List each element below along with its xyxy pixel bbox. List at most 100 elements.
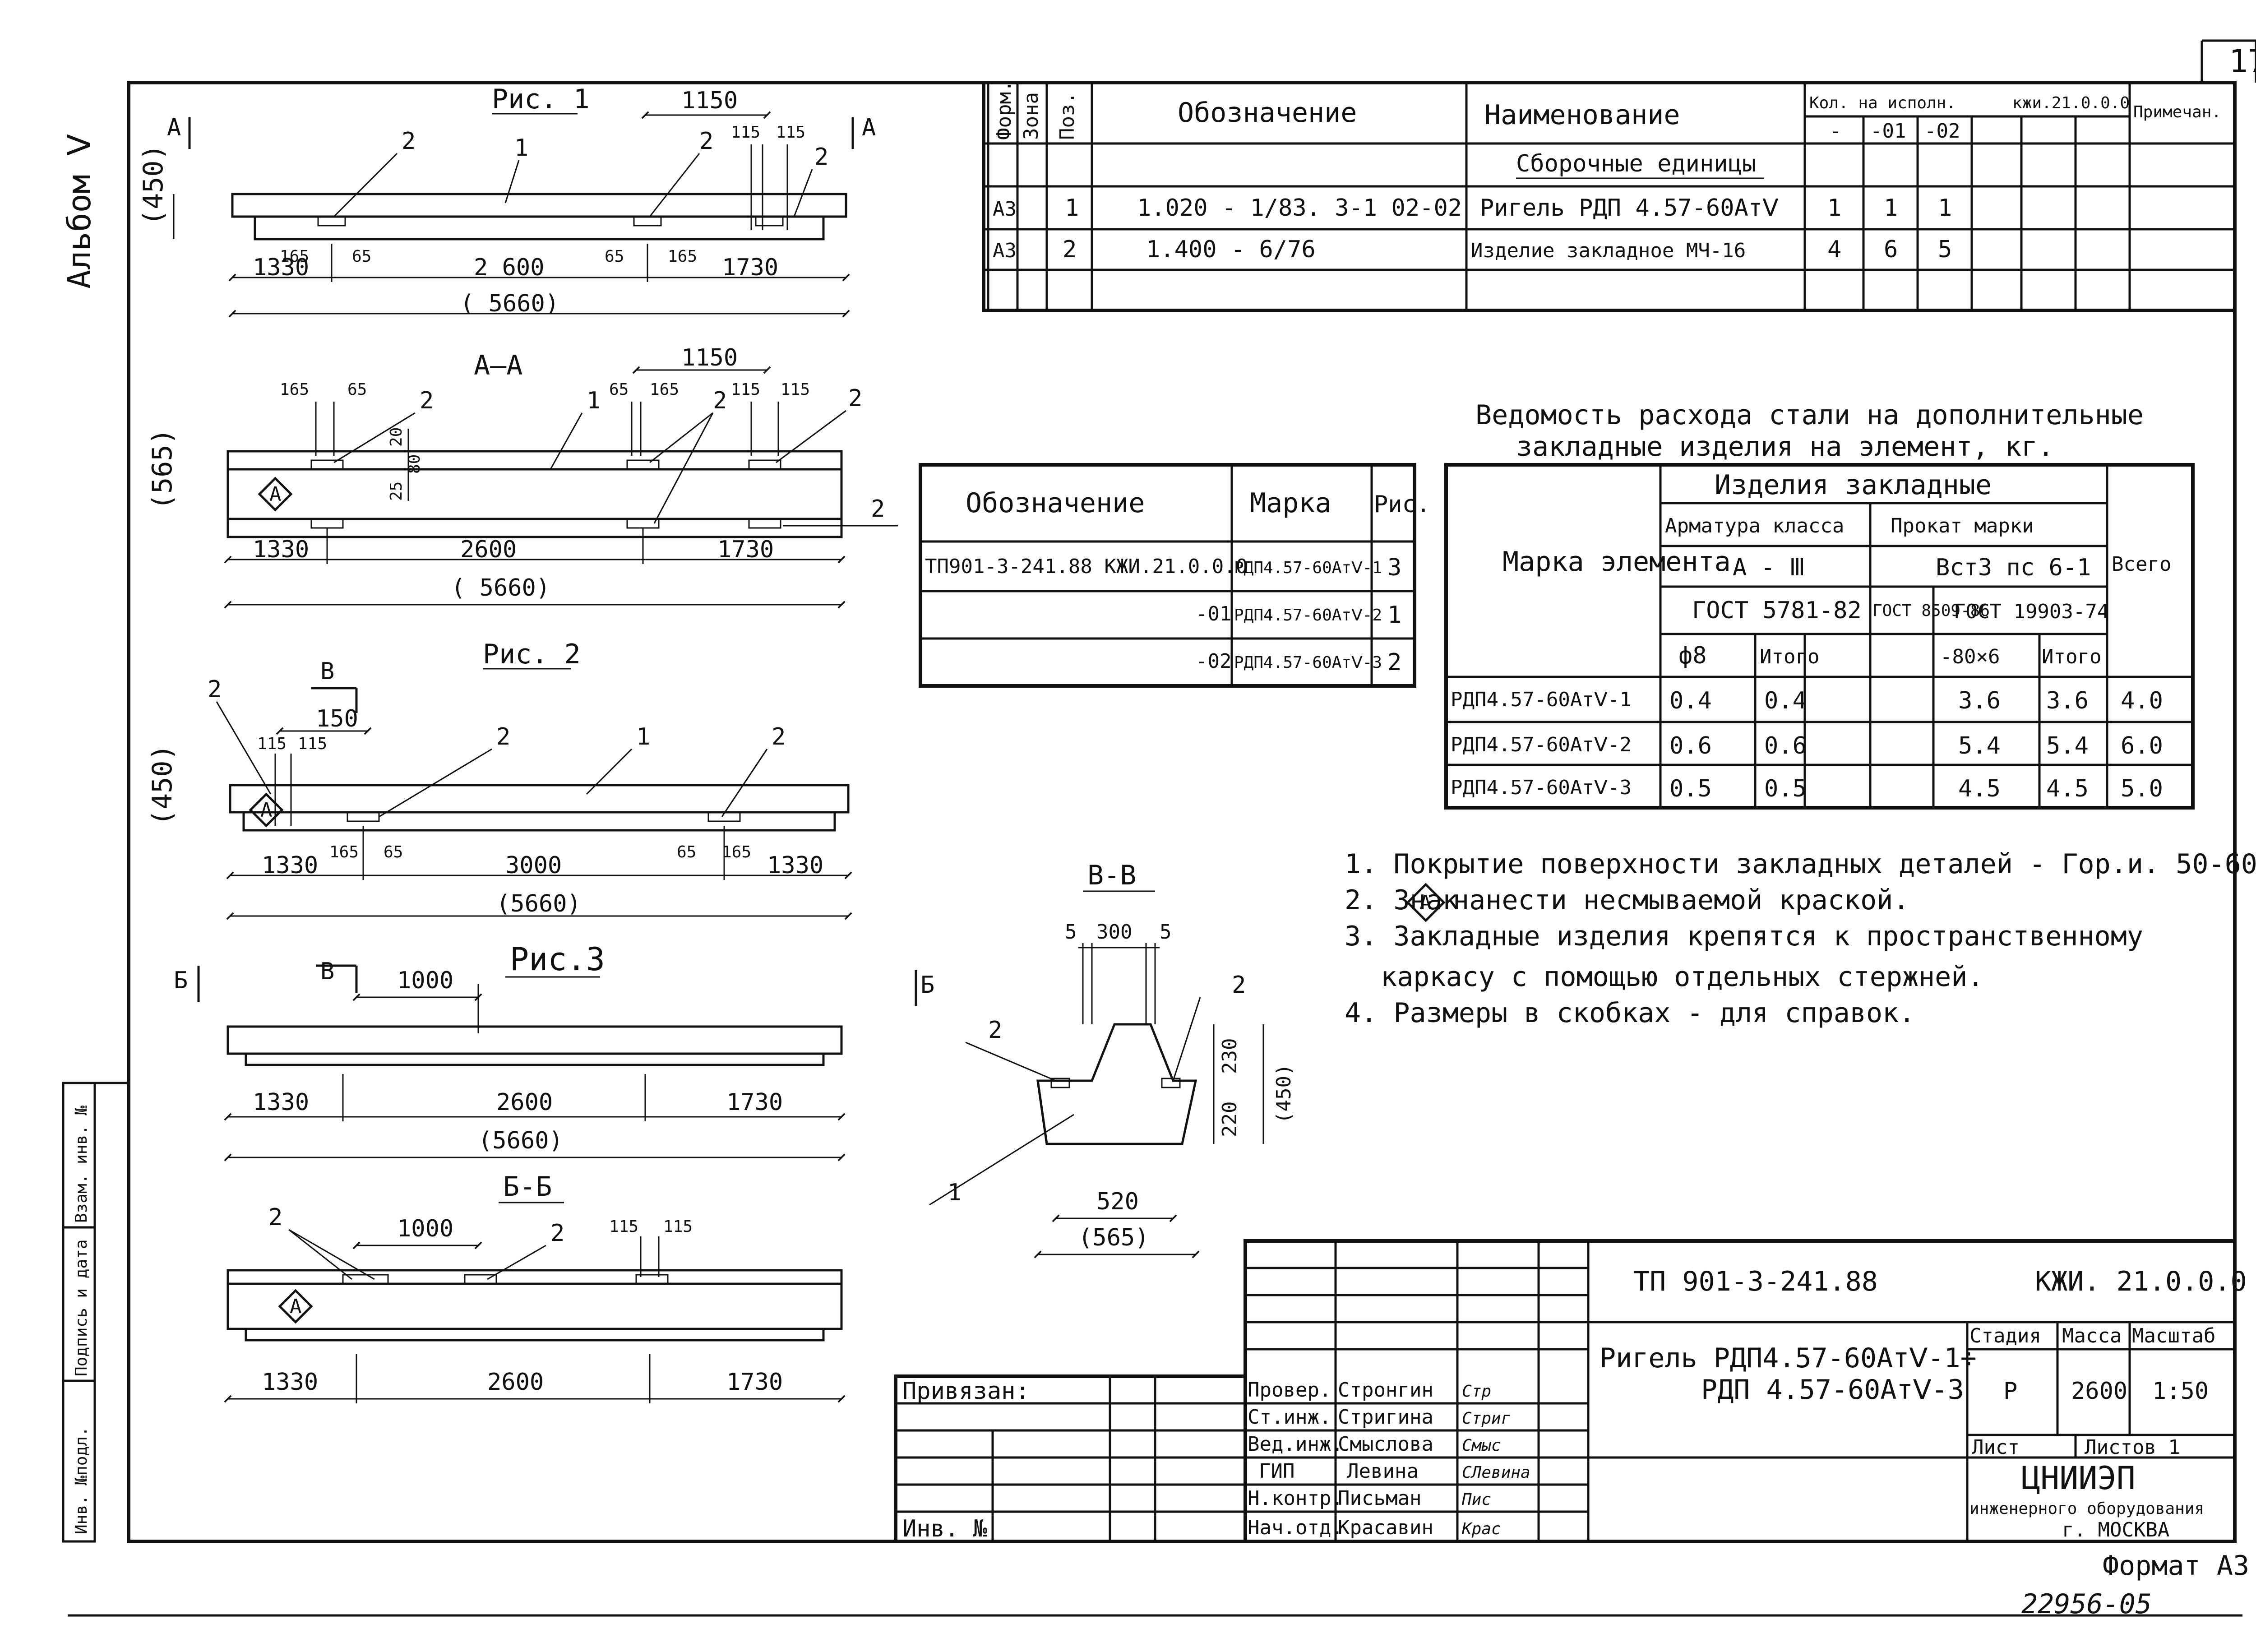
- steel-row3-total: 5.0: [2121, 775, 2163, 802]
- fig2-title: Рис. 2: [483, 639, 581, 670]
- bb-dim-1000: 1000: [397, 1215, 453, 1242]
- section-aa-title: А—А: [474, 350, 522, 381]
- signature-2: Смыс: [1462, 1436, 1501, 1455]
- note-4: 4. Размеры в скобках - для справок.: [1345, 997, 1915, 1029]
- bb-dim-1730: 1730: [726, 1369, 783, 1396]
- steel-row2-size: 5.4: [1958, 732, 2001, 759]
- fig3-dim-1000: 1000: [397, 967, 453, 994]
- aa-dim-165b: 165: [650, 380, 679, 399]
- aa-callout-2b: 2: [713, 387, 727, 414]
- section-mark-a-right: А: [862, 114, 876, 141]
- steel-row1-mark: РДП4.57-60АтⅤ-1: [1451, 688, 1632, 711]
- spec-h-doc: кжи.21.0.0.0: [2012, 94, 2130, 112]
- steel-title-line1: Ведомость расхода стали на дополнительны…: [1475, 399, 2144, 431]
- section-b-b: Б-Б А 2 1000 2 115 115 1330 2600 1730: [224, 1171, 846, 1403]
- aa-dim-65b: 65: [609, 380, 629, 399]
- fig1-dim-2600: 2 600: [474, 254, 545, 281]
- signature-4: Пис: [1461, 1490, 1491, 1509]
- tb-name-line1: Ригель РДП4.57-60АтⅤ-1÷: [1600, 1342, 1977, 1374]
- tb-org-line3: г. МОСКВА: [2062, 1518, 2169, 1541]
- spec-row1-q0: 1: [1827, 194, 1841, 222]
- fig1-dim-115a: 115: [731, 123, 760, 142]
- spec-row-2: А3 2 1.400 - 6/76 Изделие закладное МЧ-1…: [993, 236, 1952, 263]
- steel-row3-itogo1: 0.5: [1764, 775, 1807, 802]
- steel-h-rolled: Прокат марки: [1891, 514, 2034, 537]
- note-diamond-mark: [1406, 883, 1446, 922]
- fig2-callout-2b: 2: [496, 723, 510, 750]
- fig2-dim-65a: 65: [384, 843, 403, 861]
- tb-bound-label: Привязан:: [902, 1378, 1030, 1405]
- steel-row2-itogo2: 5.4: [2046, 732, 2089, 759]
- figure-1: Рис. 1 А А (450) 1150 115 115 1 2 2 2 16…: [138, 83, 876, 318]
- stamp-sign-date: Подпись и дата: [72, 1240, 91, 1376]
- tb-project: ТП 901-3-241.88: [1633, 1266, 1878, 1297]
- spec-row2-name: Изделие закладное МЧ-16: [1471, 239, 1746, 262]
- vv-mark-b: Б: [920, 972, 934, 999]
- bb-dim-115b: 115: [663, 1217, 693, 1236]
- steel-h-gost-rolled: ГОСТ 19903-74: [1954, 600, 2109, 623]
- section-bb-title: Б-Б: [503, 1171, 552, 1203]
- fig1-dim-1150: 1150: [681, 87, 738, 114]
- aa-dim-115a: 115: [731, 380, 760, 399]
- figure-3: Рис.3 Б В 1000 1330 2600 1730 (5660): [174, 941, 846, 1161]
- fig2-callout-2c: 2: [772, 723, 786, 750]
- fig3-mark-b: Б: [174, 967, 188, 994]
- marks-h-mark: Марка: [1250, 487, 1331, 519]
- spec-h-q1: -01: [1870, 120, 1906, 143]
- bb-dim-2600: 2600: [487, 1369, 544, 1396]
- vv-dim-220: 220: [1218, 1101, 1241, 1137]
- bb-beam-body: [227, 1282, 843, 1330]
- section-mark-a-left: А: [167, 114, 181, 141]
- tb-role-0: Провер.: [1248, 1379, 1331, 1402]
- fig2-beam-top: [229, 784, 850, 814]
- steel-h-rebar-class: А - Ⅲ: [1733, 554, 1805, 581]
- tb-stage-label: Стадия: [1969, 1324, 2041, 1347]
- aa-dim-5660: ( 5660): [451, 574, 550, 602]
- fig1-callout-2a: 2: [402, 128, 416, 155]
- vv-dim-5a: 5: [1065, 921, 1077, 944]
- fig2-dim-115a: 115: [257, 735, 287, 753]
- fig3-dim-1330: 1330: [253, 1089, 309, 1116]
- section-vv-title: В-В: [1087, 860, 1136, 891]
- steel-row-2: РДП4.57-60АтⅤ-2 0.6 0.6 5.4 5.4 6.0: [1451, 732, 2163, 759]
- stamp-replace-inv: Взам. инв. №: [72, 1106, 91, 1223]
- vv-cross-section: [1036, 1023, 1197, 1145]
- spec-h-q2: -02: [1924, 120, 1960, 143]
- steel-h-items: Изделия закладные: [1715, 469, 1992, 501]
- tb-scale: 1:50: [2152, 1378, 2209, 1405]
- tb-role-2: Вед.инж.: [1248, 1433, 1343, 1456]
- tb-name-1: Стригина: [1338, 1406, 1433, 1429]
- aa-beam-body: [227, 468, 843, 520]
- fig2-dim-1330b: 1330: [767, 852, 823, 879]
- spec-h-note: Примечан.: [2133, 103, 2221, 121]
- fig3-dim-2600: 2600: [496, 1089, 553, 1116]
- tb-org-line1: ЦНИИЭП: [2021, 1460, 2136, 1497]
- album-label: Альбом Ⅴ: [61, 134, 98, 289]
- fig3-beam-top: [227, 1025, 843, 1055]
- steel-row1-size: 3.6: [1958, 687, 2001, 714]
- note-3-cont: каркасу с помощью отдельных стержней.: [1381, 961, 1984, 993]
- notes: 1. Покрытие поверхности закладных детале…: [1345, 848, 2256, 1029]
- tb-name-0: Стронгин: [1338, 1379, 1433, 1402]
- steel-h-size: -80×6: [1940, 645, 2000, 668]
- spec-row1-format: А3: [993, 198, 1017, 221]
- steel-row1-phi8: 0.4: [1669, 687, 1712, 714]
- fig2-dim-450: (450): [147, 744, 178, 826]
- spec-h-designation: Обозначение: [1178, 97, 1357, 129]
- spec-section-title: Сборочные единицы: [1516, 150, 1756, 177]
- marks-row3-mark: РДП4.57-60АтⅤ-3: [1234, 653, 1382, 672]
- fig2-dim-1330a: 1330: [262, 852, 318, 879]
- spec-row1-designation: 1.020 - 1/83. 3-1 02-02: [1137, 194, 1462, 222]
- spec-row-1: А3 1 1.020 - 1/83. 3-1 02-02 Ригель РДП …: [993, 194, 1952, 222]
- left-stamp: Инв. №подл. Подпись и дата Взам. инв. №: [62, 1082, 129, 1543]
- fig1-beam-top: [231, 193, 847, 218]
- steel-h-total: Всего: [2112, 553, 2171, 576]
- steel-h-gost-small: ГОСТ 8509-86: [1872, 602, 1990, 620]
- signature-0: Стр: [1462, 1382, 1491, 1401]
- spec-row1-pos: 1: [1065, 194, 1079, 222]
- marks-row2-mark: РДП4.57-60АтⅤ-2: [1234, 606, 1382, 625]
- signature-1: Стриг: [1462, 1409, 1511, 1428]
- spec-h-name: Наименование: [1484, 99, 1680, 131]
- fig1-callout-1: 1: [514, 134, 528, 162]
